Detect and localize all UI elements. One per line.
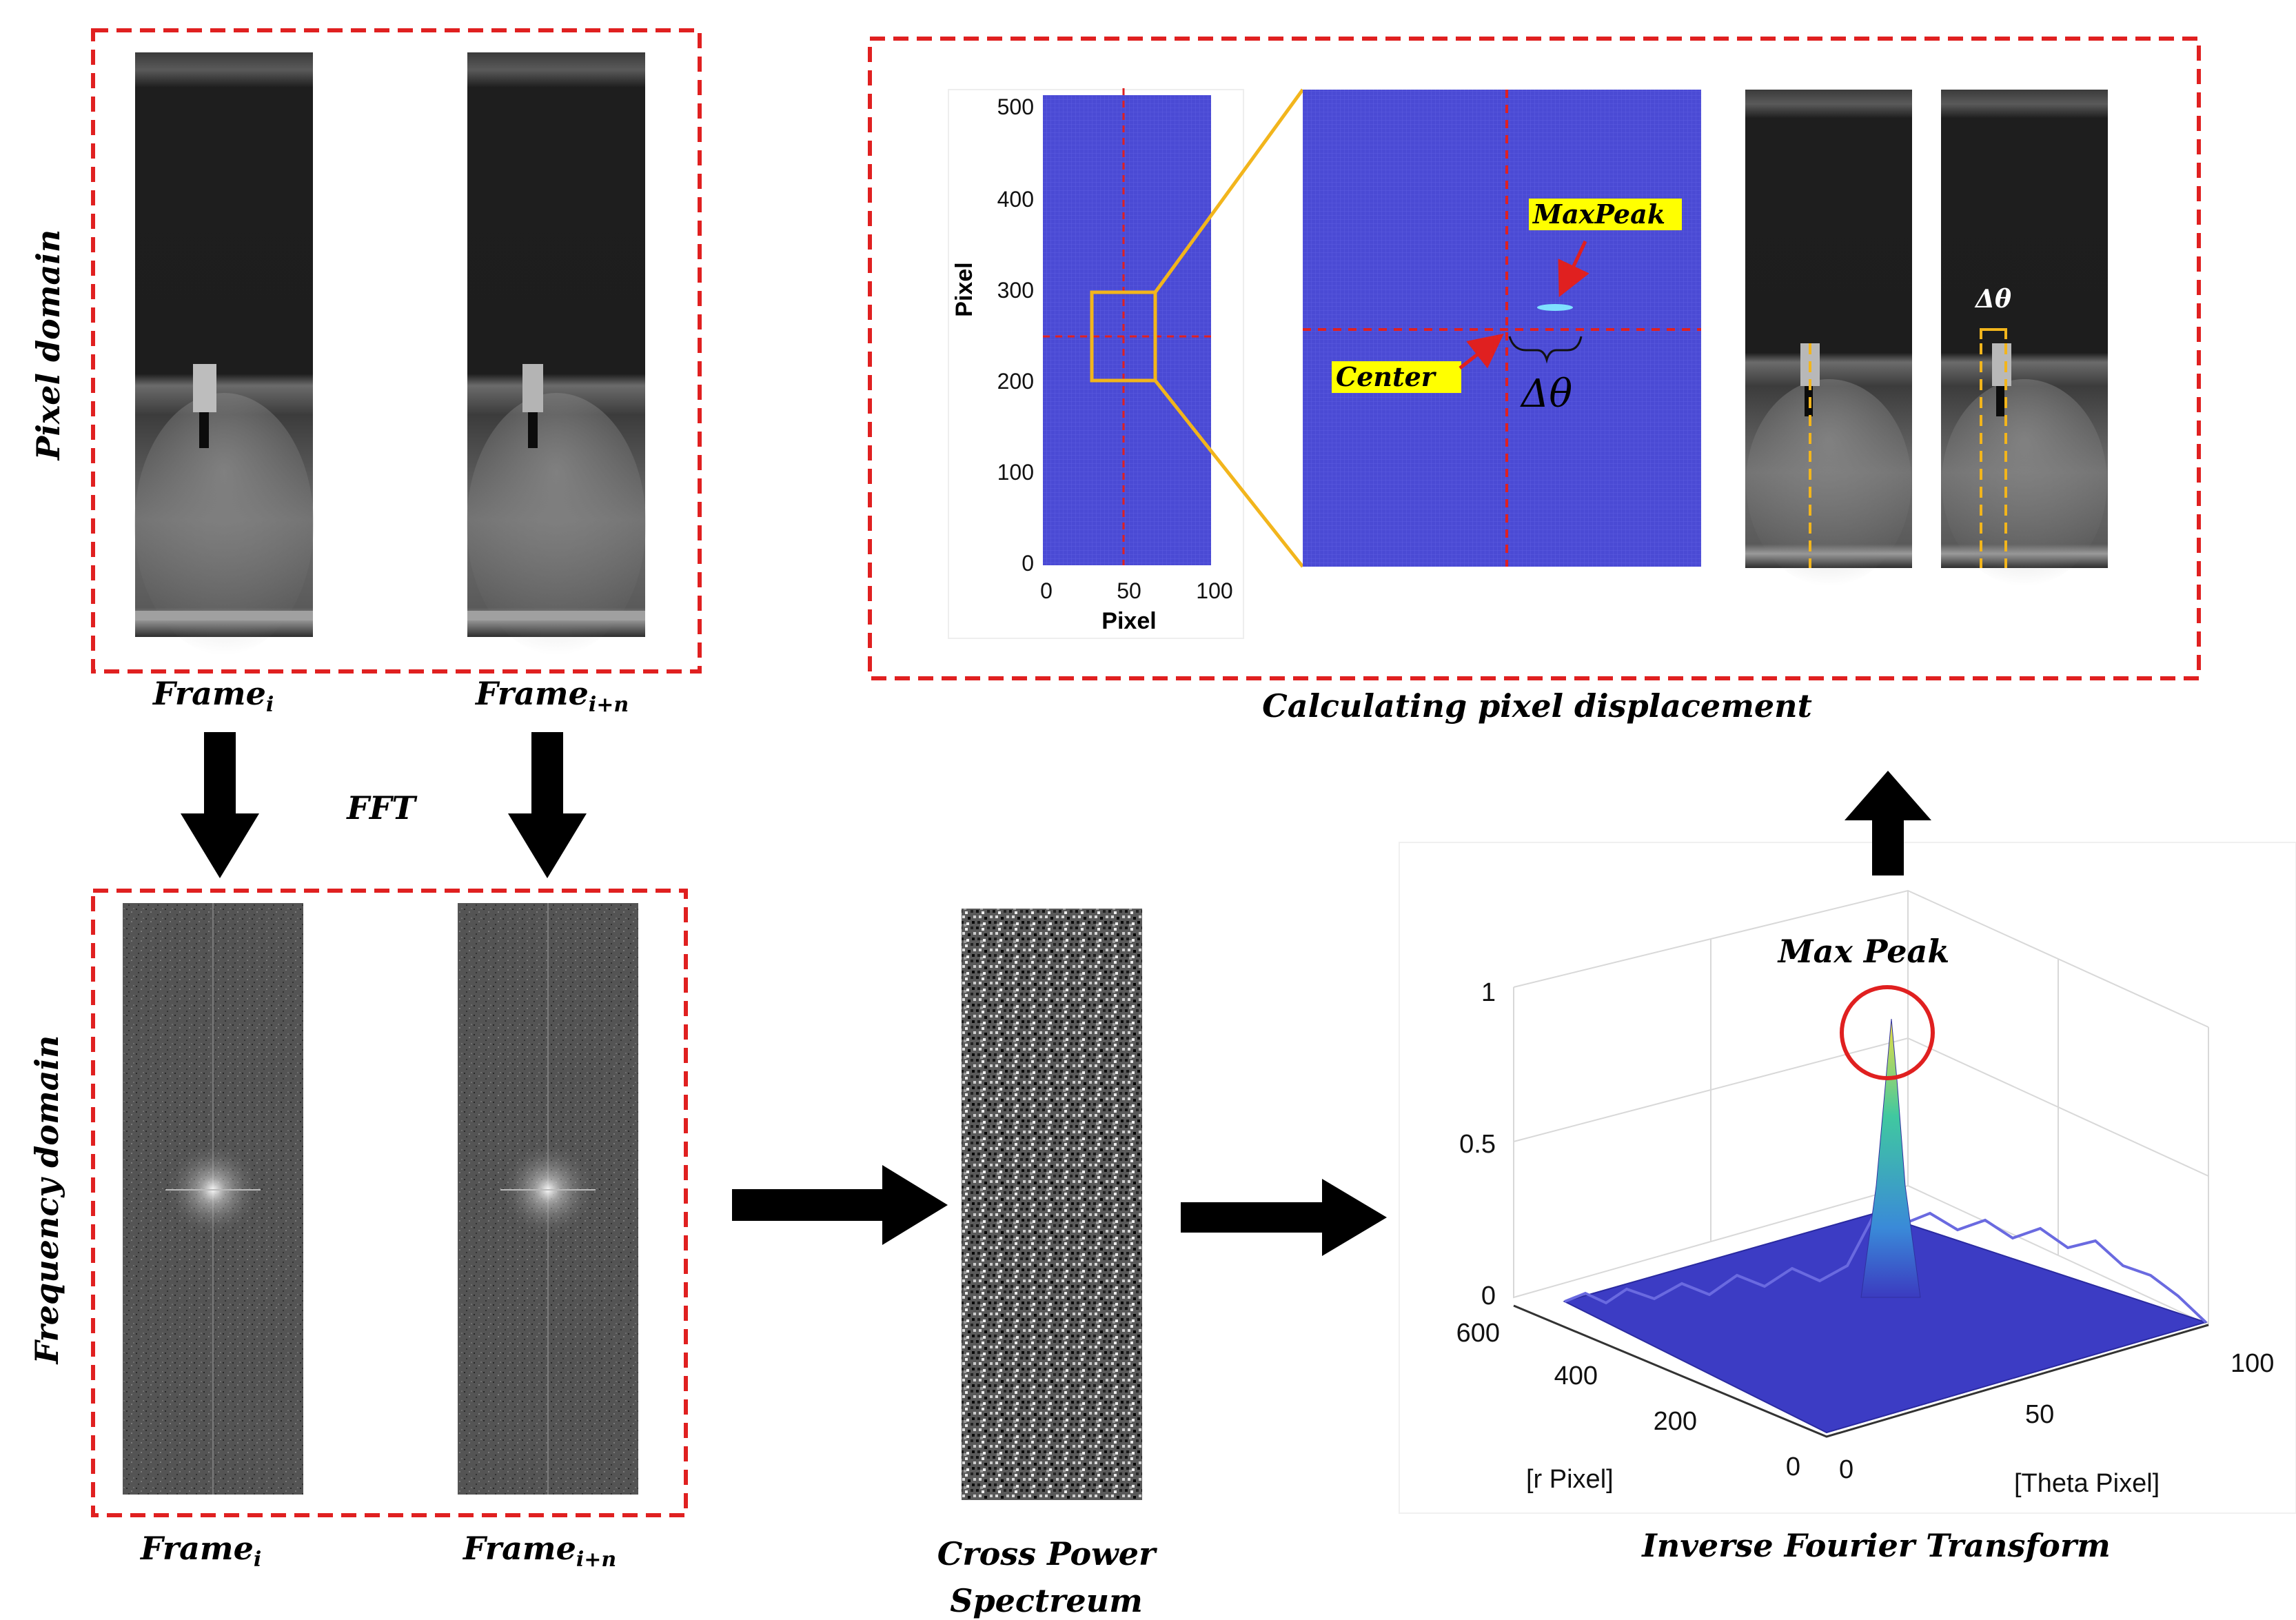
y-tick-100: 100 (997, 460, 1034, 485)
pixel-domain-panel: Pixel domain Framei Framei+n (30, 28, 702, 717)
cross-power-label-line1: Cross Power (937, 1535, 1158, 1572)
x-tick-0: 0 (1040, 578, 1053, 603)
cross-power-image (962, 909, 1142, 1500)
theta-tick-50: 50 (2025, 1400, 2054, 1429)
fft-label: FFT (345, 789, 418, 827)
fft-arrow-left (181, 732, 259, 878)
frequency-domain-panel: Frequency domain Framei Framei+n (28, 889, 688, 1572)
zoomed-correlation-plot: MaxPeak Center Δθ (1303, 90, 1701, 567)
r-tick-400: 400 (1554, 1361, 1598, 1390)
ifft-axes-box (1513, 889, 2209, 1326)
displacement-panel: 500 400 300 200 100 0 0 50 100 Pixel Pix… (868, 37, 2201, 680)
x-tick-50: 50 (1117, 578, 1141, 603)
max-peak-blob (1537, 304, 1573, 311)
fft-arrow-right (508, 732, 587, 878)
shift-bracket (1980, 328, 2007, 339)
y-tick-400: 400 (997, 187, 1034, 212)
fft-arrows: FFT (181, 732, 587, 878)
pixel-frame-i-plus-n-image (467, 52, 646, 655)
ifft-plot: 1 0.5 0 600 400 200 0 0 50 100 [r Pixel]… (1399, 842, 2296, 1514)
max-peak-label: Max Peak (1777, 933, 1949, 970)
theta-axis-label: [Theta Pixel] (2014, 1469, 2160, 1498)
pixel-frame-i-plus-n-label: Framei+n (474, 675, 629, 717)
theta-tick-100: 100 (2231, 1349, 2274, 1378)
x-tick-100: 100 (1196, 578, 1232, 603)
r-tick-0: 0 (1786, 1452, 1800, 1481)
r-tick-200: 200 (1654, 1407, 1697, 1436)
plot-area (1043, 95, 1211, 565)
frequency-frame-i-label: Framei (139, 1530, 261, 1572)
max-peak-tag-bg (1529, 199, 1682, 230)
frequency-frame-i-plus-n-image (458, 903, 638, 1495)
pixel-frame-i-image (134, 52, 314, 655)
y-tick-300: 300 (997, 278, 1034, 303)
y-axis-label: Pixel (951, 262, 977, 316)
displacement-2d-plot: 500 400 300 200 100 0 0 50 100 Pixel Pix… (948, 88, 1244, 639)
frequency-frame-i-image (123, 903, 303, 1495)
cross-power-panel: Cross Power Spectreum (937, 909, 1158, 1619)
zoom-line-bottom (1154, 379, 1304, 568)
x-axis-label: Pixel (1101, 608, 1156, 634)
pixel-domain-label: Pixel domain (30, 230, 67, 462)
displacement-caption: Calculating pixel displacement (1262, 687, 1812, 725)
center-pointer (1459, 333, 1504, 369)
theta-tick-0: 0 (1839, 1455, 1853, 1484)
arrow-to-cross-power (732, 1165, 948, 1245)
displacement-box (868, 37, 2201, 680)
delta-theta-label-frame: Δθ (1974, 285, 2011, 314)
zoom-selection-box (1090, 290, 1157, 383)
max-peak-tag: MaxPeak (1532, 199, 1665, 230)
delta-brace (1508, 336, 1583, 364)
z-tick-0-5: 0.5 (1459, 1130, 1496, 1159)
oct-frame-reference (1745, 90, 1912, 586)
delta-theta-label-zoom: Δθ (1520, 372, 1572, 416)
zoom-line-top (1153, 88, 1305, 294)
y-tick-0: 0 (1022, 551, 1034, 576)
z-tick-0: 0 (1481, 1282, 1496, 1310)
ifft-caption: Inverse Fourier Transform (1640, 1527, 2111, 1564)
y-tick-500: 500 (997, 94, 1034, 119)
ifft-max-peak-spike (1860, 1018, 1921, 1298)
z-tick-1: 1 (1481, 978, 1496, 1007)
max-peak-circle (1840, 985, 1935, 1080)
cross-power-label-line2: Spectreum (950, 1582, 1143, 1619)
r-axis-label: [r Pixel] (1526, 1465, 1614, 1494)
frequency-frame-i-plus-n-label: Framei+n (462, 1530, 616, 1572)
y-tick-200: 200 (997, 369, 1034, 394)
center-tag: Center (1336, 361, 1437, 392)
oct-frame-shifted: Δθ (1941, 90, 2108, 586)
frequency-domain-label: Frequency domain (28, 1035, 65, 1366)
pixel-domain-box (91, 28, 702, 674)
center-tag-bg (1332, 361, 1461, 393)
arrow-up-to-displacement (1845, 771, 1931, 875)
pixel-frame-i-label: Framei (152, 675, 274, 717)
max-peak-pointer (1558, 240, 1589, 298)
frequency-domain-box (91, 889, 688, 1517)
arrow-to-ifft (1181, 1179, 1387, 1256)
r-tick-600: 600 (1456, 1319, 1500, 1348)
